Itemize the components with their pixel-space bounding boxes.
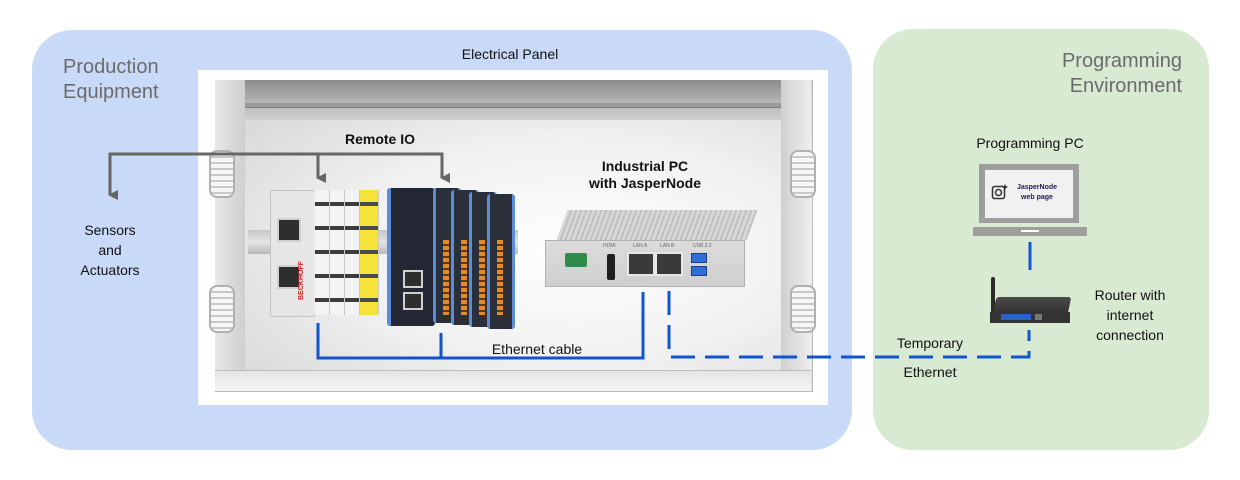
- router-antenna: [991, 277, 995, 315]
- zone-title-line: Environment: [1069, 75, 1182, 97]
- vent-icon: [790, 150, 816, 198]
- vent-icon: [209, 285, 235, 333]
- label-line: connection: [1096, 327, 1164, 343]
- terminal-strip: [461, 240, 467, 315]
- label-line: internet: [1106, 307, 1154, 323]
- label-line: with JasperNode: [588, 175, 702, 191]
- label-line: and: [98, 242, 122, 258]
- router-label: Router with internet connection: [1075, 285, 1185, 345]
- ethernet-port-icon: [403, 292, 423, 310]
- jaspernode-gear-icon: [991, 184, 1008, 200]
- ethernet-port-icon: [403, 270, 423, 288]
- terminal-strip: [497, 240, 503, 315]
- label-line: Industrial PC: [601, 158, 689, 174]
- panel-right-wall: [781, 80, 811, 390]
- lan-b-port-icon[interactable]: [655, 252, 683, 276]
- hdmi-port-icon: [607, 254, 615, 280]
- temporary-ethernet-label-top: Temporary: [896, 335, 964, 351]
- production-equipment-title: Production Equipment: [63, 55, 159, 105]
- panel-bottom-wall: [215, 370, 811, 391]
- laptop-display: [985, 170, 1073, 218]
- panel-top-rail: [230, 103, 796, 108]
- io-terminal-yellow: [360, 190, 379, 315]
- programming-environment-zone: [873, 29, 1209, 450]
- terminal-strip: [443, 240, 449, 315]
- zone-title-line: Production: [63, 56, 159, 78]
- port-label: USB 3.2: [693, 243, 712, 249]
- screen-text-line: JasperNode: [1016, 184, 1058, 191]
- router-wan-port: [1035, 314, 1042, 320]
- ethernet-cable-line: [316, 292, 645, 360]
- io-terminal: [315, 190, 330, 315]
- industrial-pc-label: Industrial PC with JasperNode: [570, 158, 720, 192]
- ethernet-port-icon: [277, 218, 301, 242]
- ethernet-cable-label: Ethernet cable: [491, 341, 583, 357]
- sensors-actuators-label: Sensors and Actuators: [60, 220, 160, 280]
- jaspernode-web-page-link[interactable]: JasperNode web page: [1012, 183, 1062, 203]
- zone-title-line: Programming: [1061, 50, 1182, 72]
- panel-left-wall: [215, 80, 245, 390]
- temporary-ethernet-label-bottom: Ethernet: [903, 364, 957, 380]
- electrical-panel-title: Electrical Panel: [461, 46, 559, 62]
- io-terminal: [330, 190, 345, 315]
- zone-title-line: Equipment: [63, 81, 159, 103]
- ethernet-port-icon: [277, 265, 301, 289]
- label-line: Actuators: [80, 262, 140, 278]
- programming-environment-title: Programming Environment: [900, 49, 1182, 99]
- port-label: HDMI: [603, 243, 616, 249]
- remote-io-label: Remote IO: [344, 131, 415, 147]
- port-label: LAN A: [633, 243, 648, 249]
- io-signal-line: [108, 152, 450, 195]
- label-line: Sensors: [84, 222, 136, 238]
- programming-pc-label: Programming PC: [976, 135, 1084, 151]
- label-line: Router with: [1094, 287, 1166, 303]
- laptop-notch: [1021, 230, 1039, 232]
- power-connector-icon: [565, 253, 587, 267]
- port-label: LAN B: [660, 243, 675, 249]
- usb-port-icon: [691, 266, 707, 276]
- panel-top-wall: [215, 80, 811, 120]
- temporary-ethernet-line: [667, 291, 1031, 359]
- terminal-strip: [479, 240, 485, 315]
- router-lan-ports: [1001, 314, 1031, 320]
- usb-port-icon: [691, 253, 707, 263]
- lan-a-port-icon[interactable]: [627, 252, 655, 276]
- io-terminal: [345, 190, 360, 315]
- vent-icon: [209, 150, 235, 198]
- vent-icon: [790, 285, 816, 333]
- beckhoff-coupler: [270, 190, 316, 317]
- screen-text-line: web page: [1021, 194, 1053, 201]
